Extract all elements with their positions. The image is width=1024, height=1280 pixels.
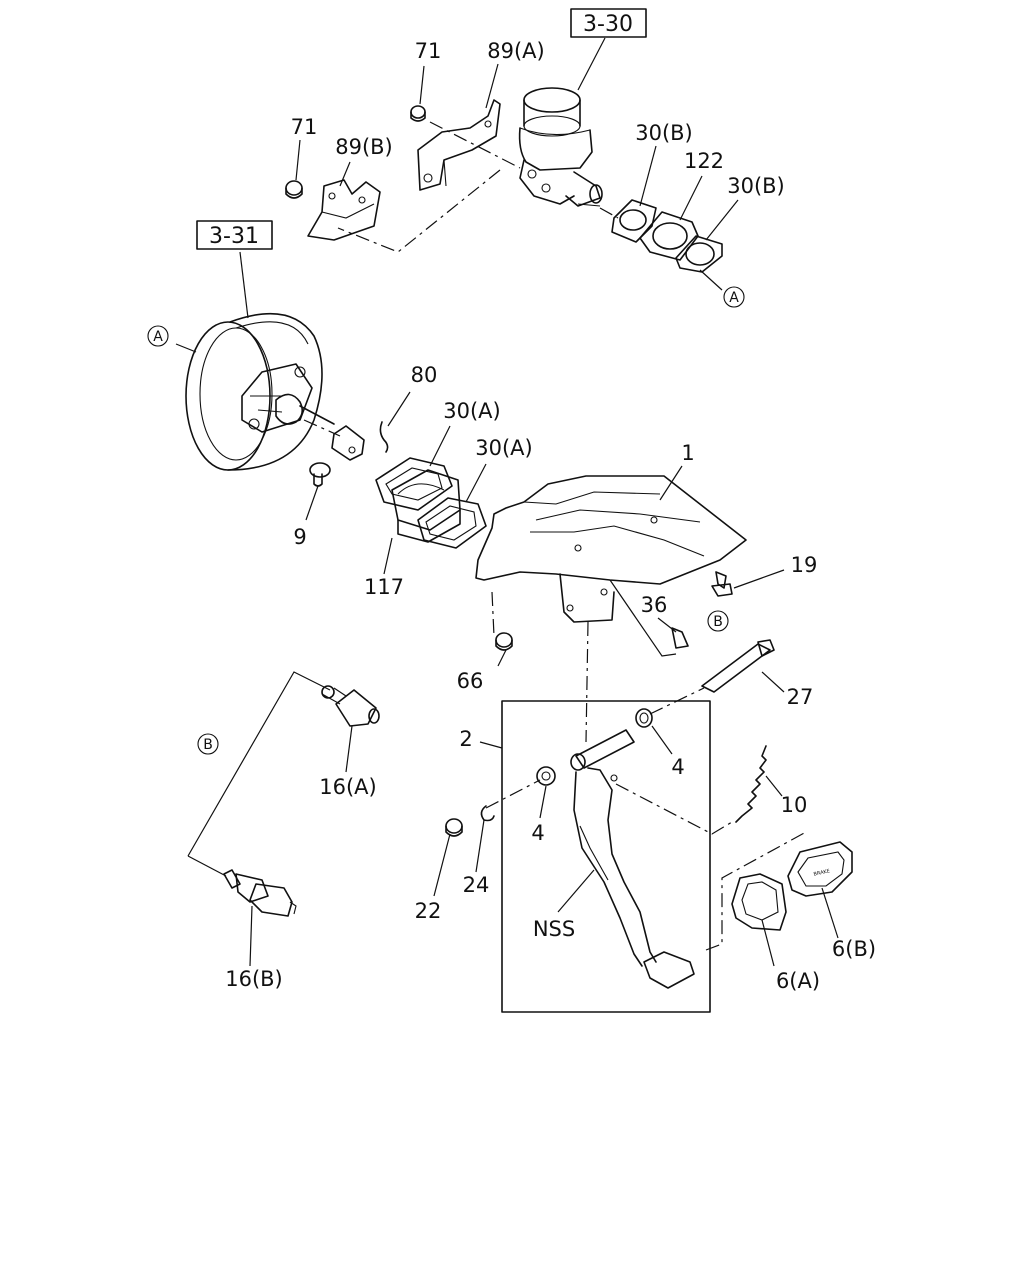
callout-6a[interactable]: 6(A): [776, 969, 820, 993]
master-cylinder: [518, 87, 603, 207]
callout-6b[interactable]: 6(B): [832, 937, 876, 961]
nut-71-lower: [285, 180, 303, 199]
pivot-bolt-27: [701, 639, 775, 693]
switch-16b: [223, 869, 297, 917]
bushing-4-right: [635, 708, 653, 728]
leader-lines: [175, 37, 839, 967]
bracket-89b: [307, 179, 381, 241]
gasket-30a-2: [417, 497, 487, 549]
brake-pedal-nss: [570, 729, 695, 989]
svg-text:3-30: 3-30: [583, 12, 633, 37]
assembly-lines: [187, 121, 807, 951]
spacer-122: [639, 211, 699, 261]
callout-117[interactable]: 117: [364, 575, 404, 599]
callout-1[interactable]: 1: [681, 441, 694, 465]
callout-nss[interactable]: NSS: [533, 917, 575, 941]
pedal-bracket: [475, 475, 747, 623]
callout-30a-1[interactable]: 30(A): [443, 399, 500, 423]
callout-19[interactable]: 19: [791, 553, 818, 577]
svg-text:B: B: [713, 614, 723, 630]
reference-box-3-30[interactable]: 3-30: [570, 8, 647, 38]
marker-b-right[interactable]: B: [707, 610, 729, 632]
callout-labels: 71 89(A) 71 89(B) 30(B) 122 30(B) 80 30(…: [225, 39, 876, 993]
gasket-30b-right: [675, 235, 723, 273]
pedal-pad-6a: [731, 873, 787, 931]
nut-22: [445, 818, 463, 837]
marker-b-left[interactable]: B: [197, 733, 219, 755]
callout-4-left[interactable]: 4: [531, 821, 544, 845]
callout-27[interactable]: 27: [787, 685, 814, 709]
svg-text:A: A: [729, 290, 739, 306]
callout-30a-2[interactable]: 30(A): [475, 436, 532, 460]
nut-71-upper: [410, 105, 426, 122]
bushing-4-left: [536, 766, 556, 786]
switch-16a: [321, 685, 380, 727]
clip-24: [480, 805, 495, 822]
callout-80[interactable]: 80: [411, 363, 438, 387]
callout-16a[interactable]: 16(A): [319, 775, 376, 799]
callout-122[interactable]: 122: [684, 149, 724, 173]
marker-a-top[interactable]: A: [723, 286, 745, 308]
svg-text:3-31: 3-31: [209, 224, 259, 249]
callout-22[interactable]: 22: [415, 899, 442, 923]
callout-36[interactable]: 36: [641, 593, 668, 617]
clip-80: [379, 421, 389, 453]
callout-89b[interactable]: 89(B): [335, 135, 393, 159]
svg-text:A: A: [153, 329, 163, 345]
clevis: [331, 425, 365, 461]
callout-30b-2[interactable]: 30(B): [727, 174, 785, 198]
reference-box-3-31[interactable]: 3-31: [196, 220, 273, 250]
pedal-assembly-box: [501, 700, 711, 1013]
callout-16b[interactable]: 16(B): [225, 967, 283, 991]
spring-10: [735, 745, 767, 823]
callout-71-upper[interactable]: 71: [415, 39, 442, 63]
svg-text:B: B: [203, 737, 213, 753]
callout-2[interactable]: 2: [459, 727, 472, 751]
pad-brake-text: BRAKE: [813, 868, 830, 877]
marker-a-left[interactable]: A: [147, 325, 169, 347]
gasket-30a-1: [375, 457, 453, 511]
spacer-117: [391, 469, 461, 543]
pedal-pad-6b: BRAKE: [787, 841, 853, 897]
gasket-30b-left: [611, 199, 657, 243]
pin-9: [309, 462, 331, 487]
bolt-19: [711, 571, 733, 597]
brake-booster: [185, 312, 335, 471]
nut-66: [495, 632, 513, 651]
callout-4-right[interactable]: 4: [671, 755, 684, 779]
bracket-89a: [417, 99, 501, 191]
callout-10[interactable]: 10: [781, 793, 808, 817]
callout-71-lower[interactable]: 71: [291, 115, 318, 139]
callout-89a[interactable]: 89(A): [487, 39, 544, 63]
callout-30b-1[interactable]: 30(B): [635, 121, 693, 145]
clip-36: [671, 627, 689, 649]
callout-24[interactable]: 24: [463, 873, 490, 897]
callout-66[interactable]: 66: [457, 669, 484, 693]
callout-9[interactable]: 9: [293, 525, 306, 549]
